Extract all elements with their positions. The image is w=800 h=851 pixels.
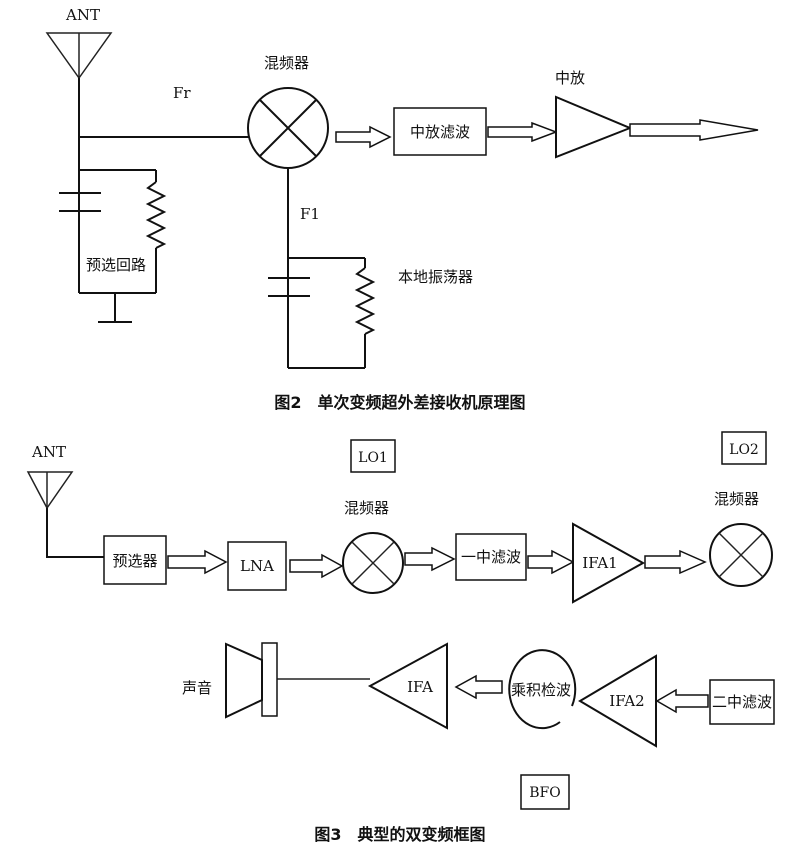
fig2-ant-label: ANT xyxy=(65,6,100,24)
fig3-product-detector-circle xyxy=(508,649,577,730)
fig2-if-amp-triangle xyxy=(555,95,633,159)
fig3-lo2-box xyxy=(721,431,767,465)
fig2-if-filter-box xyxy=(393,107,487,156)
fig3-arrow-filter1-to-ifa1 xyxy=(527,549,575,575)
fig3-lna-box xyxy=(227,541,287,591)
fig3-ifa-label: IFA xyxy=(407,678,433,696)
fig3-bfo-label: BFO xyxy=(529,785,560,801)
fig3-preselector-box xyxy=(103,535,167,585)
fig3-speaker-label: 声音 xyxy=(182,679,212,697)
figure-3: ANT LO1 LO2 预选器 LNA 混频器 一中滤波 IFA1 xyxy=(26,431,775,844)
fig3-ifa2-triangle xyxy=(578,654,657,748)
fig2-fr-label: Fr xyxy=(173,84,191,102)
fig2-if-filter-label: 中放滤波 xyxy=(410,123,470,141)
fig2-preselect-circuit xyxy=(59,169,167,323)
fig2-output-arrow xyxy=(629,119,759,141)
inductor-icon xyxy=(354,267,376,335)
fig3-arrow-preselector-to-lna xyxy=(167,549,228,575)
fig3-ifa2-label: IFA2 xyxy=(609,692,644,710)
fig2-arrow-to-filter xyxy=(335,125,392,149)
fig3-ifa1-triangle xyxy=(572,522,646,604)
antenna-icon xyxy=(26,471,74,510)
fig2-caption: 图2 单次变频超外差接收机原理图 xyxy=(274,393,525,412)
fig2-f1-label: F1 xyxy=(300,205,320,223)
fig2-local-oscillator xyxy=(268,168,376,369)
fig2-local-osc-label: 本地振荡器 xyxy=(398,268,473,286)
figure-2: ANT Fr 预选回路 混频器 中放滤波 xyxy=(45,6,759,412)
fig3-arrow-lna-to-mixer1 xyxy=(289,553,344,579)
fig3-lo1-label: LO1 xyxy=(358,450,388,466)
fig3-mixer1-label: 混频器 xyxy=(344,499,389,517)
fig3-ifa1-label: IFA1 xyxy=(582,554,617,572)
fig3-arrow-mixer1-to-filter1 xyxy=(404,546,456,572)
fig2-if-amp-label: 中放 xyxy=(555,69,585,87)
fig3-first-if-filter-box xyxy=(455,533,527,581)
fig3-first-if-filter-label: 一中滤波 xyxy=(461,548,521,566)
fig3-second-if-filter-box xyxy=(709,679,775,725)
fig3-bfo-box xyxy=(520,774,570,810)
fig3-lna-label: LNA xyxy=(240,557,274,575)
fig3-product-detector-label: 乘积检波 xyxy=(511,681,571,699)
fig3-mixer1 xyxy=(342,532,404,594)
fig2-preselect-label: 预选回路 xyxy=(86,256,146,274)
antenna-icon xyxy=(45,32,113,80)
fig2-mixer xyxy=(247,87,329,169)
fig3-lo1-box xyxy=(350,439,396,473)
fig3-preselector-label: 预选器 xyxy=(112,552,157,570)
inductor-icon xyxy=(145,181,167,249)
fig3-mixer2-label: 混频器 xyxy=(714,490,759,508)
fig3-second-if-filter-label: 二中滤波 xyxy=(712,693,772,711)
fig2-arrow-to-amp xyxy=(487,121,559,143)
fig3-antenna-feed-wire xyxy=(46,508,104,558)
fig3-arrow-ifa1-to-mixer2 xyxy=(644,549,707,575)
fig3-ant-label: ANT xyxy=(31,443,66,461)
fig3-mixer2 xyxy=(709,523,773,587)
fig3-ifa-triangle xyxy=(367,642,448,730)
fig3-arrow-detector-to-ifa xyxy=(454,674,503,700)
fig3-caption: 图3 典型的双变频框图 xyxy=(314,825,485,844)
fig3-lo2-label: LO2 xyxy=(729,442,759,458)
fig2-mixer-label: 混频器 xyxy=(264,54,309,72)
speaker-icon xyxy=(225,642,278,719)
fig3-arrow-filter2-to-ifa2 xyxy=(655,688,709,714)
